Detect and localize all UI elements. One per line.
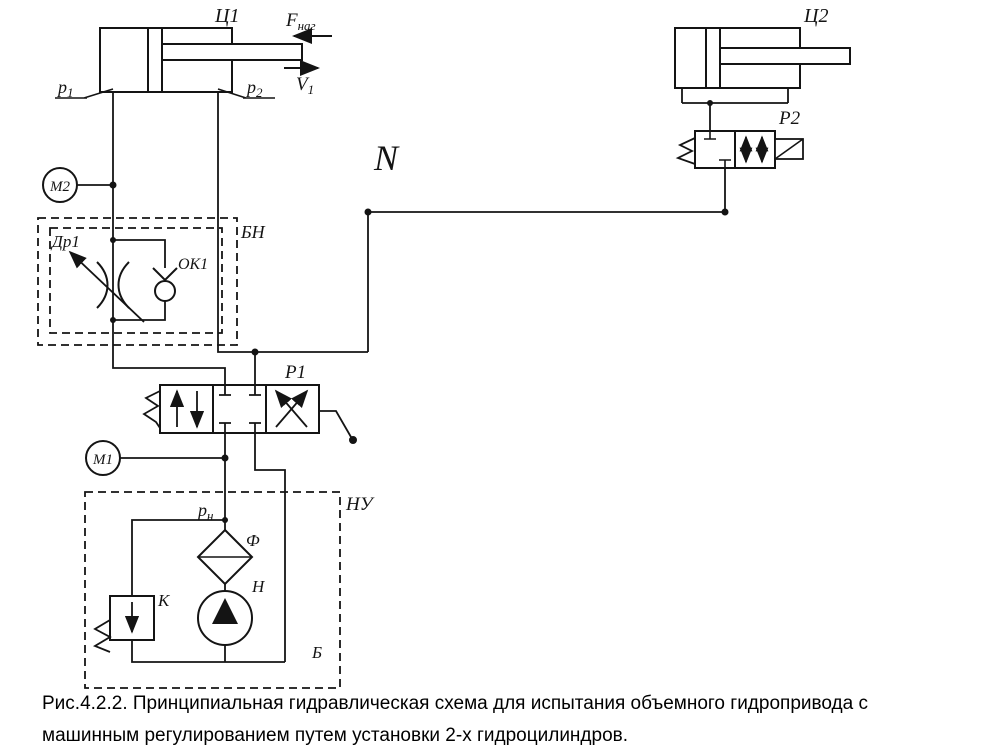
label-block-bn: БН xyxy=(240,222,266,242)
label-filter-f: Ф xyxy=(246,531,260,550)
valve-p1 xyxy=(142,384,357,444)
pump-n-flow-triangle xyxy=(212,598,238,624)
valve-p2 xyxy=(675,130,804,169)
gauge-m1-circle xyxy=(85,440,121,476)
hydraulic-cylinder-c2 xyxy=(674,27,851,89)
junction-dot xyxy=(110,237,116,243)
gauge-m1: М1 xyxy=(85,440,121,476)
check-valve-seat xyxy=(152,267,178,282)
pipe-network xyxy=(77,88,789,663)
label-cylinder-c2: Ц2 xyxy=(803,5,828,27)
figure-caption-line2: машинным регулированием путем установки … xyxy=(42,725,628,746)
label-velocity: V1 xyxy=(296,74,314,97)
cylinder-c1-piston xyxy=(147,28,163,92)
junction-dot xyxy=(221,454,229,462)
label-gauge-m2: М2 xyxy=(49,179,70,195)
valve-p2-closed-ports xyxy=(704,131,731,168)
figure-caption-line1: Рис.4.2.2. Принципиальная гидравлическая… xyxy=(42,693,868,714)
junction-dot xyxy=(109,181,117,189)
cylinder-c2-rod xyxy=(719,47,851,65)
label-relief-k: К xyxy=(157,591,171,610)
gauge-m2-circle xyxy=(42,167,78,203)
cylinder-c1-rod xyxy=(161,43,303,61)
label-line-n: N xyxy=(373,138,400,178)
valve-p2-solenoid-diagonal xyxy=(774,138,804,160)
label-gauge-m1: М1 xyxy=(92,452,113,468)
label-valve-p1: Р1 xyxy=(284,362,306,383)
label-tank-b: Б xyxy=(311,643,322,662)
throttle-adjust-arrow xyxy=(68,250,145,323)
block-bn-inner-box xyxy=(49,227,223,334)
label-throttle-dr1: Др1 xyxy=(50,232,80,251)
junction-dots xyxy=(109,100,729,523)
label-p2: p2 xyxy=(245,77,263,100)
label-check-valve-ok1: ОК1 xyxy=(178,256,208,273)
gauge-m2: М2 xyxy=(42,167,78,203)
label-pump-unit-nu: НУ xyxy=(345,494,375,515)
junction-dot xyxy=(222,517,228,523)
pressure-tap-p2-lines xyxy=(217,88,275,99)
pressure-tap-p1: p1 xyxy=(55,77,114,100)
junction-dot xyxy=(721,208,729,216)
valve-p1-center-square xyxy=(212,384,267,434)
pump-unit-box xyxy=(84,491,341,689)
junction-dot xyxy=(707,100,713,106)
valve-p1-spring xyxy=(142,390,161,429)
label-pn: pн xyxy=(196,500,213,523)
valve-p1-lever xyxy=(319,410,352,438)
block-bn-outer-box xyxy=(37,217,238,346)
cylinder-c2-piston xyxy=(705,28,721,88)
valve-p1-cross-arrow-2 xyxy=(274,389,308,428)
block-bn xyxy=(37,217,238,346)
relief-valve-k-spring xyxy=(92,619,112,653)
junction-dot xyxy=(364,208,372,216)
pressure-tap-p1-lines xyxy=(55,88,114,99)
label-valve-p2: Р2 xyxy=(778,108,801,129)
junction-dot xyxy=(251,348,259,356)
valve-p1-lever-knob xyxy=(349,436,357,444)
valve-p2-right-square xyxy=(734,130,776,169)
label-p1: p1 xyxy=(56,77,74,100)
label-load-force: Fнаг xyxy=(285,10,316,33)
hydraulic-cylinder-c1 xyxy=(99,27,303,93)
label-pump-n: Н xyxy=(251,577,266,596)
valve-p2-left-square xyxy=(694,130,736,169)
pump-unit-nu xyxy=(84,491,341,689)
valve-p2-spring xyxy=(675,137,696,165)
pressure-tap-p2: p2 xyxy=(217,77,275,100)
valve-p1-left-square xyxy=(159,384,214,434)
label-cylinder-c1: Ц1 xyxy=(214,5,239,27)
check-valve-ball xyxy=(154,280,176,302)
junction-dot xyxy=(110,317,116,323)
valve-p1-closed-ports xyxy=(219,385,261,433)
